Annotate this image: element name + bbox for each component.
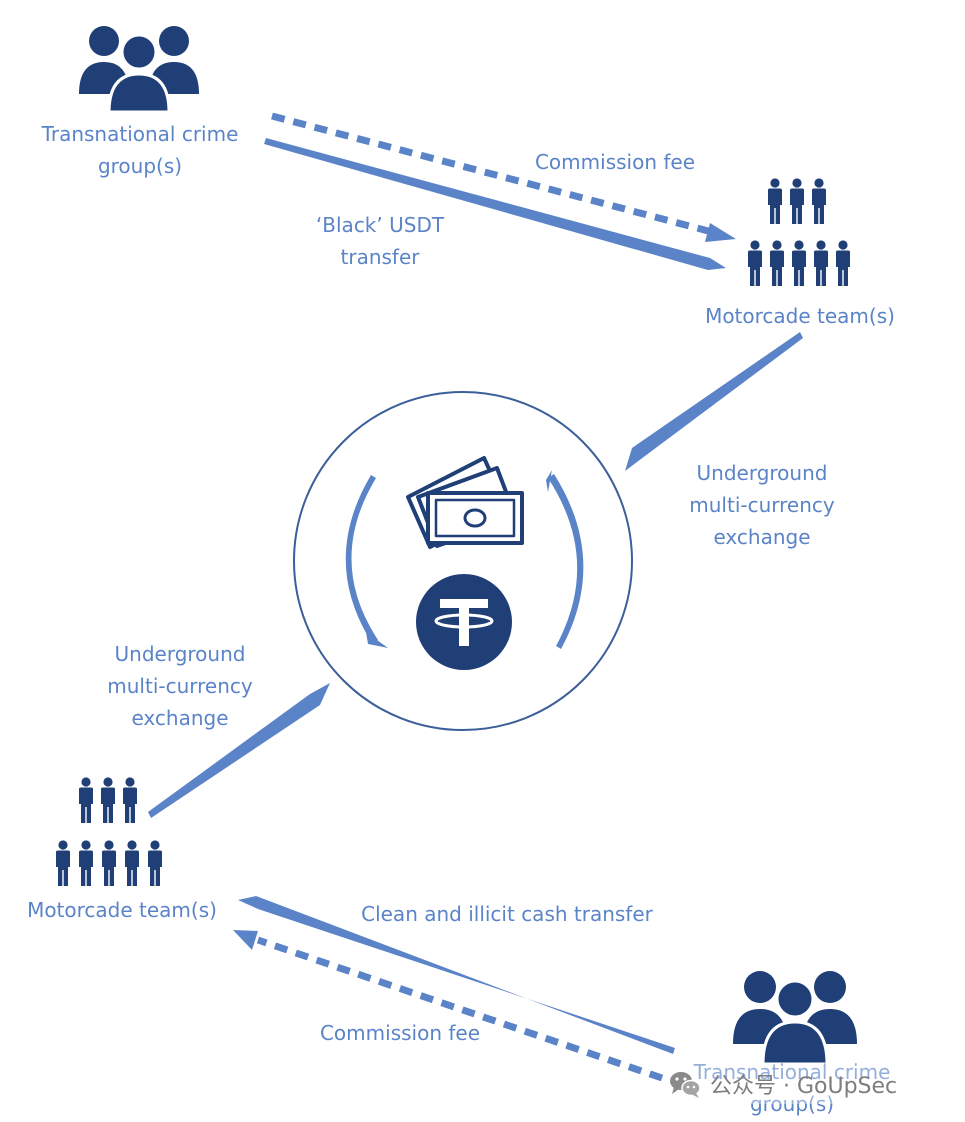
exchange-right-line3: exchange: [713, 525, 811, 549]
exchange-right-label: Underground multi-currency exchange: [672, 457, 852, 553]
bottom-team-icon: [56, 777, 162, 886]
watermark-text: 公众号 · GoUpSec: [710, 1074, 898, 1099]
arrows: [148, 112, 803, 1082]
top-team-label: Motorcade team(s): [690, 300, 910, 332]
bottom-team-label: Motorcade team(s): [12, 894, 232, 926]
exchange-left-label: Underground multi-currency exchange: [90, 638, 270, 734]
bottom-team-label-text: Motorcade team(s): [27, 898, 217, 922]
bottom-group-label-line1: Transnational crime: [693, 1060, 891, 1084]
cash-transfer-label: Clean and illicit cash transfer: [340, 898, 674, 930]
wechat-icon: [670, 1072, 701, 1098]
bottom-commission-label: Commission fee: [305, 1017, 495, 1049]
bottom-group-label-line2: group(s): [749, 1092, 835, 1116]
black-usdt-label: ‘Black’ USDT transfer: [300, 209, 460, 273]
bottom-group-label: Transnational crime group(s): [682, 1056, 902, 1120]
black-usdt-arrow: [264, 138, 726, 270]
exchange-right-line1: Underground: [696, 461, 828, 485]
bottom-commission-arrow: [256, 936, 664, 1082]
exchange-left-line1: Underground: [114, 642, 246, 666]
top-commission-arrow: [271, 112, 713, 236]
top-team-label-text: Motorcade team(s): [705, 304, 895, 328]
top-commission-label: Commission fee: [520, 146, 710, 178]
top-team-icon: [748, 178, 850, 286]
exchange-left-line2: multi-currency: [107, 674, 253, 698]
tether-usdt-icon: [416, 574, 512, 670]
cash-transfer-text: Clean and illicit cash transfer: [361, 902, 653, 926]
top-commission-text: Commission fee: [534, 150, 696, 174]
cash-banknotes-icon: [406, 456, 524, 549]
bottom-group-icon: [733, 971, 857, 1066]
exchange-right-line2: multi-currency: [689, 493, 835, 517]
black-usdt-line2: transfer: [340, 245, 420, 269]
cash-transfer-arrow: [238, 896, 675, 1054]
exchange-left-line3: exchange: [131, 706, 229, 730]
top-group-label-line1: Transnational crime: [41, 122, 239, 146]
center-hub: [293, 391, 633, 731]
circular-arrows-icon: [345, 470, 584, 649]
black-usdt-line1: ‘Black’ USDT: [315, 213, 445, 237]
top-commission-arrowhead: [705, 223, 736, 242]
top-group-label: Transnational crime group(s): [30, 118, 250, 182]
exchange-right-arrow: [625, 332, 803, 471]
center-circle: [293, 391, 633, 731]
watermark: 公众号 · GoUpSec: [668, 1064, 898, 1104]
bottom-commission-arrowhead: [233, 930, 258, 950]
top-group-icon: [79, 26, 199, 114]
top-group-label-line2: group(s): [97, 154, 183, 178]
exchange-left-arrow: [148, 683, 330, 818]
bottom-commission-text: Commission fee: [319, 1021, 481, 1045]
